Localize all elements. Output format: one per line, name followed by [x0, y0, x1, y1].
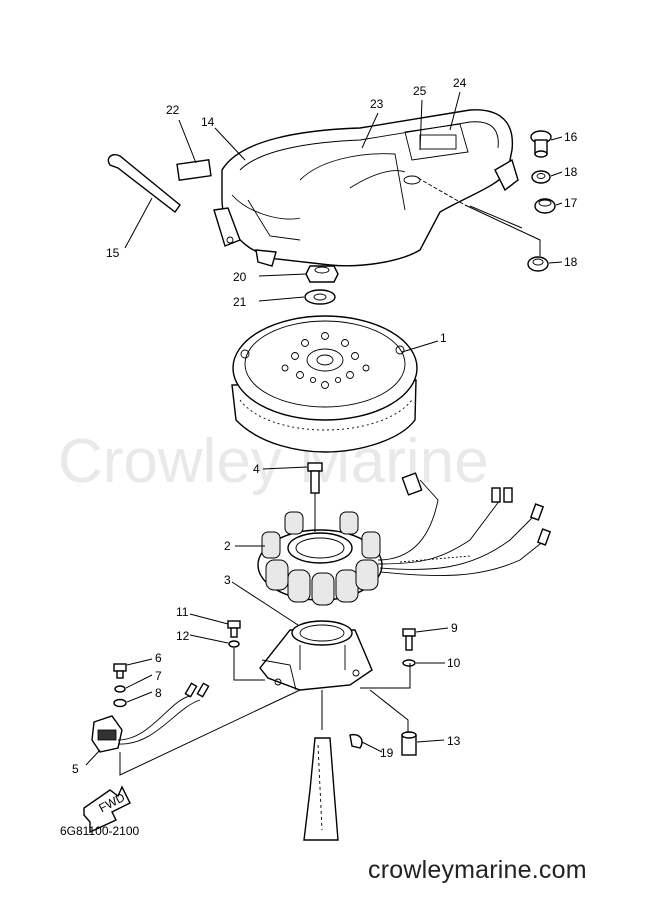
- callout-7: 7: [155, 669, 162, 683]
- callout-10: 10: [447, 656, 461, 670]
- callout-11: 11: [176, 605, 189, 619]
- callout-24: 24: [453, 76, 467, 90]
- washer-12: [228, 640, 240, 648]
- callout-8: 8: [155, 686, 162, 700]
- callout-18-bottom: 18: [564, 255, 578, 269]
- callout-22: 22: [166, 103, 180, 117]
- callout-25: 25: [413, 84, 427, 98]
- callout-17: 17: [564, 196, 578, 210]
- hose: [107, 154, 181, 213]
- collar-13: [401, 731, 417, 756]
- washer-7: [114, 685, 126, 693]
- callout-14: 14: [201, 115, 215, 129]
- diagram-code: 6G81100-2100: [60, 824, 140, 838]
- callout-13: 13: [447, 734, 461, 748]
- callout-16: 16: [564, 130, 578, 144]
- flywheel-cover: [213, 109, 519, 267]
- label-sticker-22: [176, 159, 212, 181]
- callout-15: 15: [106, 246, 120, 260]
- collar-18-bottom: [527, 256, 549, 272]
- callout-5: 5: [72, 762, 79, 776]
- flywheel: [231, 315, 418, 453]
- callout-4: 4: [253, 462, 260, 476]
- callout-2: 2: [224, 539, 231, 553]
- stator-base: [259, 620, 373, 691]
- callout-18-top: 18: [564, 165, 578, 179]
- screw-6: [113, 663, 127, 679]
- callout-9: 9: [451, 621, 458, 635]
- callout-19: 19: [380, 746, 394, 760]
- bolt-11: [227, 620, 241, 638]
- callout-20: 20: [233, 270, 247, 284]
- callout-numbers: 22 14 23 25 24 16 18 17 18 15 20 21 1 4 …: [72, 76, 578, 776]
- callout-3: 3: [224, 573, 231, 587]
- grommet-17: [534, 198, 556, 214]
- crankshaft: [303, 737, 339, 841]
- grommet-16: [530, 130, 552, 158]
- nut-20: [305, 265, 339, 283]
- leader-lines: [85, 91, 563, 776]
- callout-1: 1: [440, 331, 447, 345]
- washer-21: [304, 289, 336, 305]
- washer-10: [402, 659, 416, 667]
- stator: [257, 511, 383, 606]
- collar-18-top: [531, 170, 551, 184]
- footer-website-url[interactable]: crowleymarine.com: [368, 856, 587, 884]
- woodruff-key: [349, 733, 363, 749]
- callout-21: 21: [233, 295, 247, 309]
- callout-23: 23: [370, 97, 384, 111]
- callout-12: 12: [176, 629, 190, 643]
- callout-6: 6: [155, 651, 162, 665]
- stator-wiring: [377, 472, 552, 577]
- bolt-9: [402, 628, 416, 651]
- washer-8: [113, 698, 127, 708]
- pulser-coil: [91, 682, 210, 753]
